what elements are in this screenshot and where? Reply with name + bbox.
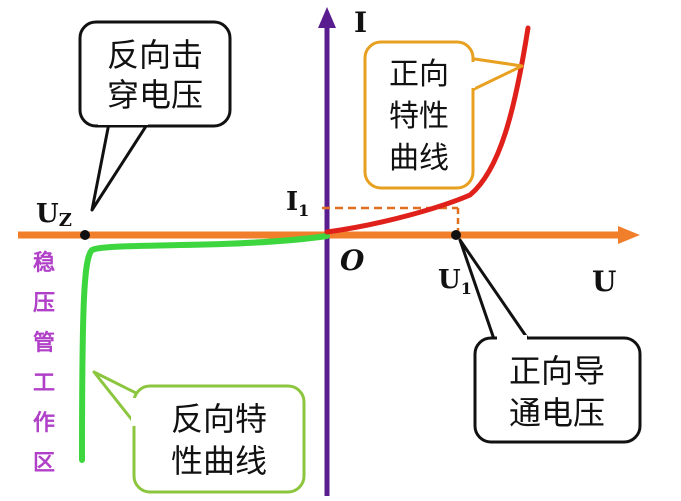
forward-conduction-line-1: 正向导 [509,352,605,390]
reverse-characteristic-curve [79,233,330,463]
side-char-1: 稳 [33,250,55,276]
side-char-5: 作 [33,411,55,436]
side-char-6: 区 [33,451,55,476]
side-char-4: 工 [33,371,55,396]
i1-label: I1 [286,187,309,220]
reverse-curve-line-1: 反向特 [171,400,267,438]
forward-conduction-callout: 正向导 通电压 [458,238,642,444]
reverse-curve-callout: 反向特 性曲线 [92,370,306,494]
zener-working-region-label: 稳 压 管 工 作 区 [33,250,55,476]
forward-characteristic-curve [324,25,531,235]
uz-label: UZ [36,199,72,231]
side-char-2: 压 [33,291,55,316]
reverse-breakdown-line-1: 反向击 [107,36,203,74]
forward-curve-line-2: 特性 [389,99,449,134]
forward-curve-callout: 正向 特性 曲线 [363,40,524,190]
forward-conduction-line-2: 通电压 [509,394,605,432]
u1-label: U1 [438,265,472,298]
origin-label: O [340,244,365,277]
side-char-3: 管 [33,330,55,356]
x-axis-arrow [618,226,640,244]
reverse-curve-line-2: 性曲线 [171,442,267,480]
y-axis-label: I [354,6,367,39]
forward-curve-line-1: 正向 [389,57,449,92]
y-axis-arrow [318,7,336,28]
x-axis-label: U [592,265,616,298]
reverse-breakdown-line-2: 穿电压 [107,76,203,114]
uz-point [80,230,90,240]
u1-point [451,230,461,240]
reverse-breakdown-callout: 反向击 穿电压 [78,20,232,212]
forward-curve-line-3: 曲线 [389,141,449,176]
